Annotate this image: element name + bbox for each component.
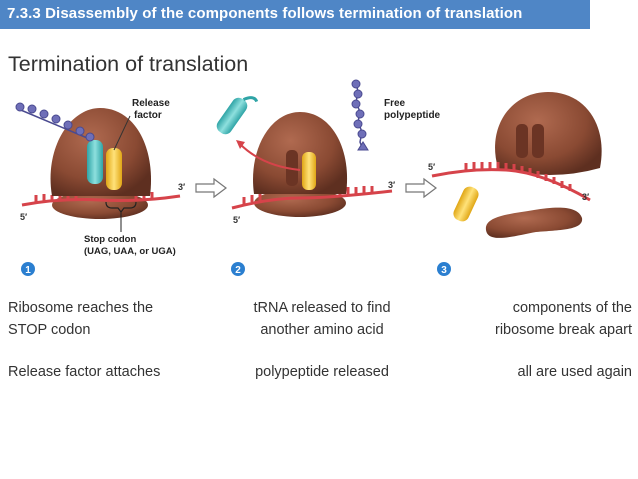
panel-2: Free polypeptide 3′ 5′ 2: [216, 79, 441, 276]
release-factor-label-1: Release: [132, 98, 170, 109]
panel-3: 5′ 3′ 3: [428, 92, 602, 276]
step-arrow-1: [195, 177, 227, 199]
ribosome-large-subunit: [495, 92, 602, 175]
subunit-groove-1: [516, 124, 528, 158]
stop-codon-label-1: Stop codon: [84, 234, 136, 245]
subunit-groove-2: [532, 124, 544, 158]
ribosome-large-subunit: [253, 112, 348, 194]
caption-step-3-note: all are used again: [517, 364, 632, 380]
caption-2-line-a: tRNA released to find: [253, 300, 391, 316]
termination-diagram: Release factor 3′ 5′ Stop codon (UAG, UA…: [15, 79, 602, 276]
polypeptide-chain: [15, 102, 95, 142]
three-prime-1: 3′: [178, 182, 185, 192]
caption-step-3: components of the ribosome break apart: [470, 297, 632, 341]
step-3-badge: [437, 262, 451, 276]
caption-2-line-b: another amino acid: [260, 322, 384, 338]
caption-step-2: tRNA released to find another amino acid: [242, 297, 402, 341]
caption-1-line-a: Ribosome reaches the: [8, 300, 154, 316]
three-prime-3: 3′: [582, 192, 589, 202]
caption-1-line-b: STOP codon: [8, 322, 91, 338]
released-trna: [216, 96, 259, 135]
released-release-factor: [453, 186, 479, 222]
release-factor-label-2: factor: [134, 110, 162, 121]
step-arrow-2: [405, 177, 437, 199]
step-1-badge: [21, 262, 35, 276]
step-2-number: 2: [235, 265, 241, 276]
section-heading: Termination of translation: [8, 52, 249, 76]
caption-3-line-a: components of the: [512, 300, 632, 316]
free-polypeptide: [351, 79, 369, 151]
caption-step-1: Ribosome reaches the STOP codon: [8, 297, 153, 341]
trna: [87, 140, 103, 184]
panel-1: Release factor 3′ 5′ Stop codon (UAG, UA…: [15, 98, 185, 276]
five-prime-3: 5′: [428, 162, 435, 172]
three-prime-2: 3′: [388, 180, 395, 190]
mrna-strand: [231, 189, 393, 210]
free-polypeptide-label-1: Free: [384, 98, 406, 109]
release-factor: [106, 148, 122, 190]
free-polypeptide-label-2: polypeptide: [384, 110, 441, 121]
step-3-number: 3: [441, 265, 447, 276]
title-banner: 7.3.3 Disassembly of the components foll…: [0, 0, 590, 29]
five-prime-2: 5′: [233, 215, 240, 225]
caption-step-2-note: polypeptide released: [255, 364, 389, 380]
caption-step-1-note: Release factor attaches: [8, 364, 161, 380]
step-2-badge: [231, 262, 245, 276]
mrna-strand: [431, 168, 591, 202]
five-prime-1: 5′: [20, 212, 27, 222]
mrna-strand: [21, 194, 181, 207]
caption-3-line-b: ribosome break apart: [494, 322, 632, 338]
trna-exit-arrow: [239, 143, 301, 171]
slide-title: 7.3.3 Disassembly of the components foll…: [7, 5, 523, 22]
release-factor: [302, 152, 316, 190]
step-1-number: 1: [25, 265, 31, 276]
stop-codon-label-2: (UAG, UAA, or UGA): [84, 246, 176, 257]
ribosome-small-subunit: [485, 207, 583, 238]
